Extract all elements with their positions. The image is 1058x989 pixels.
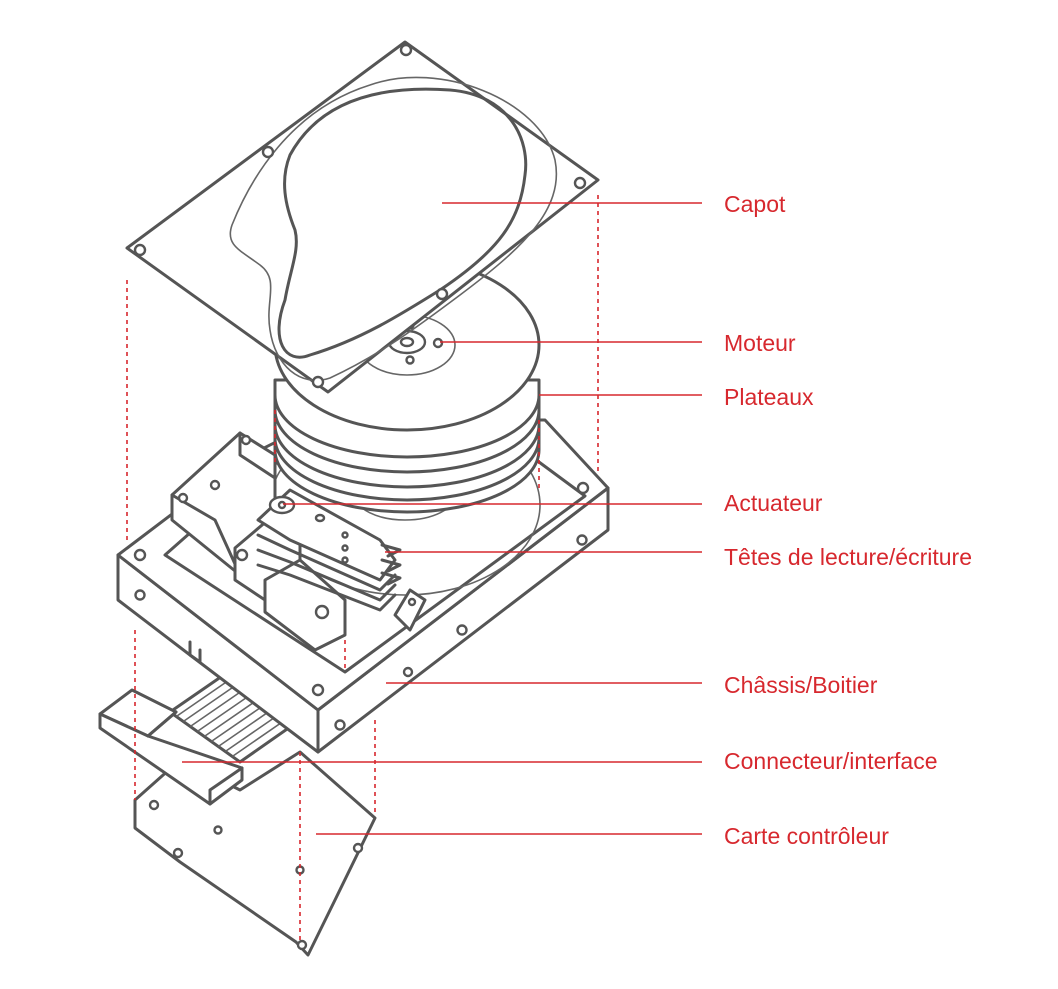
label-chassis: Châssis/Boitier — [724, 672, 878, 698]
label-capot: Capot — [724, 191, 786, 217]
label-moteur: Moteur — [724, 330, 796, 356]
actuator — [170, 431, 427, 652]
label-connecteur: Connecteur/interface — [724, 748, 938, 774]
label-carte: Carte contrôleur — [724, 823, 889, 849]
label-plateaux: Plateaux — [724, 384, 814, 410]
label-actuateur: Actuateur — [724, 490, 823, 516]
leader-lines — [182, 202, 702, 835]
controller-board — [133, 750, 377, 957]
cover — [125, 40, 600, 394]
label-tetes: Têtes de lecture/écriture — [724, 544, 973, 570]
alignment-guides — [126, 195, 599, 940]
